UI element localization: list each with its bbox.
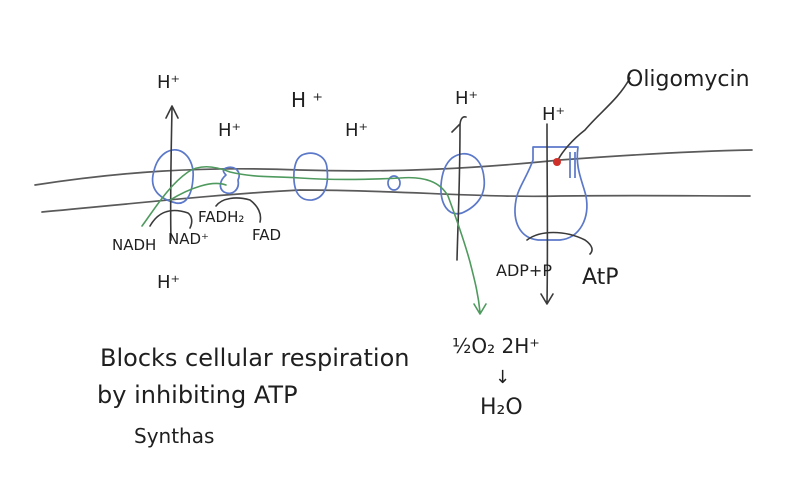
adp-p-label: ADP+P — [496, 261, 552, 280]
reaction-arrow: ↓ — [495, 367, 510, 388]
complex-four-protein — [441, 154, 484, 214]
oligomycin-binding-dot — [553, 158, 561, 166]
atp-synthase-stalk — [570, 152, 575, 178]
note-line-3: Synthas — [134, 424, 214, 448]
complex-one-proton-arrow — [166, 106, 178, 240]
complex-one-protein — [153, 150, 194, 203]
h-plus-label-top-3: H ⁺ — [291, 88, 323, 112]
note-line-2: by inhibiting ATP — [97, 381, 298, 409]
nad-plus-label: NAD⁺ — [168, 230, 209, 248]
adp-to-atp-curve — [527, 233, 592, 255]
outer-membrane-line — [35, 150, 752, 185]
oxygen-label: ½O₂ 2H⁺ — [452, 334, 540, 358]
h-plus-label-top-1: H⁺ — [157, 72, 180, 93]
fadh2-label: FADH₂ — [198, 208, 244, 226]
water-label: H₂O — [480, 395, 523, 420]
h-plus-label-top-6: H⁺ — [542, 104, 565, 125]
nadh-label: NADH — [112, 236, 156, 254]
atp-label: AtP — [582, 265, 619, 290]
fad-label: FAD — [252, 226, 281, 244]
complex-three-protein — [294, 153, 328, 200]
h-plus-label-top-5: H⁺ — [455, 88, 478, 109]
inner-membrane-line — [42, 190, 750, 212]
h-plus-label-top-2: H⁺ — [218, 120, 241, 141]
note-line-1: Blocks cellular respiration — [100, 344, 409, 372]
h-plus-label-bottom: H⁺ — [157, 272, 180, 293]
oligomycin-label: Oligomycin — [626, 67, 750, 92]
h-plus-label-top-4: H⁺ — [345, 120, 368, 141]
complex-four-proton-arrow — [452, 117, 466, 260]
